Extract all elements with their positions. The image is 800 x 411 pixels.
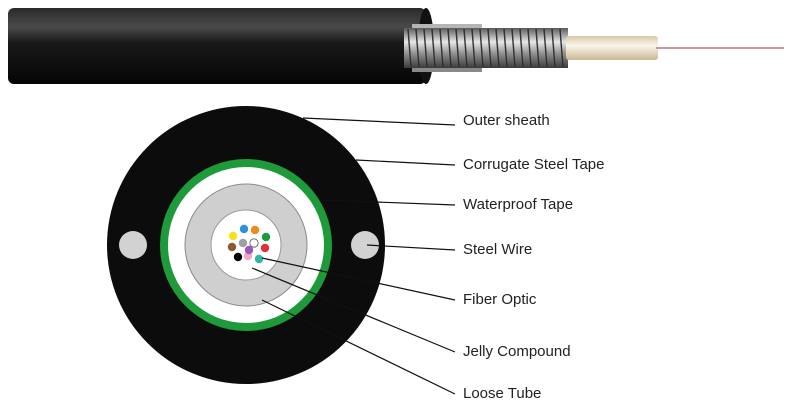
armor-ridge (551, 28, 556, 68)
armor-ridge (447, 28, 452, 68)
leader-lines (251, 117, 456, 395)
fiber-strand (249, 238, 259, 248)
armor-ridge (535, 28, 540, 68)
label-outer-sheath: Outer sheath (463, 112, 550, 129)
label-corrugate-steel-tape: Corrugate Steel Tape (463, 156, 605, 173)
cable-cross-section (107, 106, 385, 384)
loose-tube-segment (566, 36, 658, 60)
armor-ridge (439, 28, 444, 68)
fiber-strand (244, 245, 254, 255)
fiber-strand (260, 243, 270, 253)
armor-ridge (511, 28, 516, 68)
armor-ridge (463, 28, 468, 68)
armor-ridge (559, 28, 564, 68)
armor-ridge (479, 28, 484, 68)
fiber-strand (254, 254, 264, 264)
armor-ridge (487, 28, 492, 68)
armor-ridge (471, 28, 476, 68)
leader-loose-tube (261, 299, 456, 395)
label-steel-wire: Steel Wire (463, 241, 533, 258)
leader-jelly-compound (251, 267, 456, 353)
fiber-bundle (227, 224, 271, 264)
leader-waterproof-tape (322, 199, 456, 206)
steel-wire-right (351, 231, 379, 259)
armor-ridge (423, 28, 428, 68)
fiber-strand (250, 225, 260, 235)
armor-ridge (415, 28, 420, 68)
armor-ridge (503, 28, 508, 68)
cable-jacket (8, 8, 426, 84)
armor-strand-top (412, 24, 482, 28)
armor-ridge (519, 28, 524, 68)
label-loose-tube: Loose Tube (463, 385, 542, 402)
leader-outer-sheath (302, 117, 456, 126)
leader-corrugate-steel-tape (355, 159, 456, 166)
steel-wire-left (119, 231, 147, 259)
fiber-strand (261, 232, 271, 242)
armor-ridges (407, 28, 564, 68)
cable-side-view (8, 8, 784, 84)
armor-ridge (495, 28, 500, 68)
armor-ridge (407, 28, 412, 68)
label-fiber-optic: Fiber Optic (463, 291, 537, 308)
fiber-strand (238, 238, 248, 248)
armor-strand-bottom (412, 68, 482, 72)
steel-armor (404, 28, 568, 68)
armor-ridge (543, 28, 548, 68)
fiber-strand (239, 224, 249, 234)
fiber-strand (227, 242, 237, 252)
label-jelly-compound: Jelly Compound (463, 343, 571, 360)
fiber-strand (228, 231, 238, 241)
armor-ridge (455, 28, 460, 68)
leader-steel-wire (366, 244, 456, 251)
leader-fiber-optic (261, 257, 456, 301)
fiber-strand (233, 252, 243, 262)
label-waterproof-tape: Waterproof Tape (463, 196, 574, 213)
armor-ridge (527, 28, 532, 68)
armor-ridge (431, 28, 436, 68)
